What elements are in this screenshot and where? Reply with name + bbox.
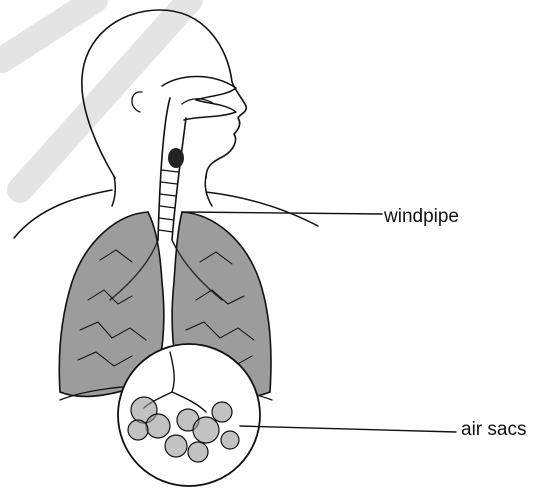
windpipe-leader-line: [182, 212, 382, 214]
neck-right: [205, 176, 212, 206]
shoulder-right: [206, 192, 318, 226]
windpipe-label: windpipe: [384, 206, 459, 228]
air-sacs-label: air sacs: [461, 419, 526, 441]
larynx: [168, 148, 184, 168]
neck-left: [112, 176, 115, 206]
air-sacs-leader-line: [240, 426, 456, 432]
ear-outline: [132, 92, 142, 112]
